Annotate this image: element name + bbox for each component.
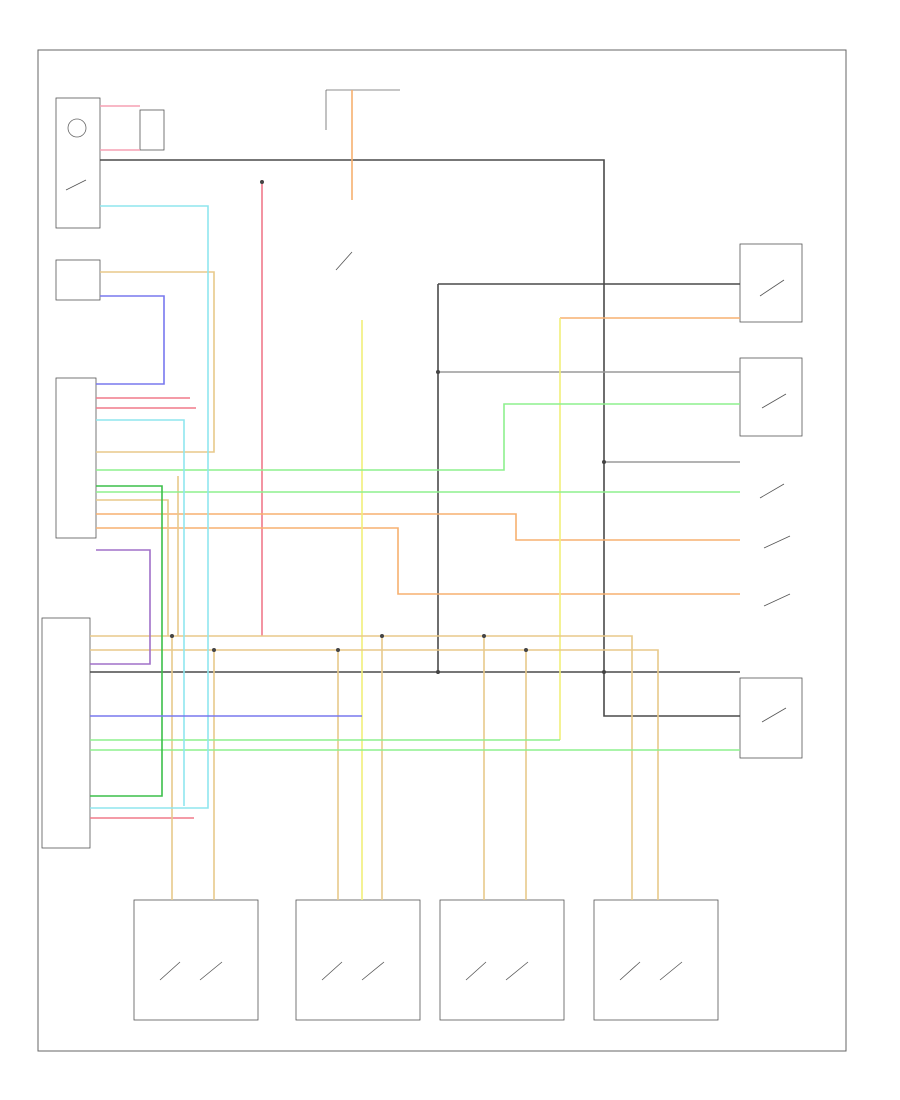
wire-orange-mid: [96, 513, 740, 541]
wire-tan-bus-2: [90, 649, 659, 900]
junctions: [170, 180, 606, 674]
wire-blue-1: [96, 295, 165, 385]
switch-unit-2: [55, 259, 101, 301]
top-relay-box: [325, 89, 400, 271]
wire-dgreen: [90, 485, 163, 797]
wire-cyan-1: [90, 205, 209, 809]
wire-lgreen-1: [96, 403, 740, 471]
lamp-box-1: [133, 899, 259, 1021]
wires: [90, 90, 740, 900]
wire-purple: [90, 549, 151, 665]
left-door-switches: [759, 483, 791, 607]
left-front-door-switch: [739, 677, 803, 759]
wire-black-top: [100, 159, 740, 717]
right-front-door-switch: [739, 243, 803, 323]
wire-orange-low: [96, 527, 740, 595]
left-connector-upper: [55, 377, 97, 539]
wire-tan-bus-1: [90, 635, 633, 900]
diagram-frame: [37, 49, 847, 1052]
wire-tan-8: [96, 499, 169, 636]
body-control-module: [41, 617, 91, 849]
wire-tan-top: [96, 271, 215, 453]
wire-cyan-2: [96, 419, 185, 806]
lamp-box-2: [295, 899, 421, 1021]
right-rear-door-switch: [739, 357, 803, 437]
lamp-box-4: [593, 899, 719, 1021]
lamp-box-3: [439, 899, 565, 1021]
headlamp-switch-unit: [55, 97, 165, 229]
